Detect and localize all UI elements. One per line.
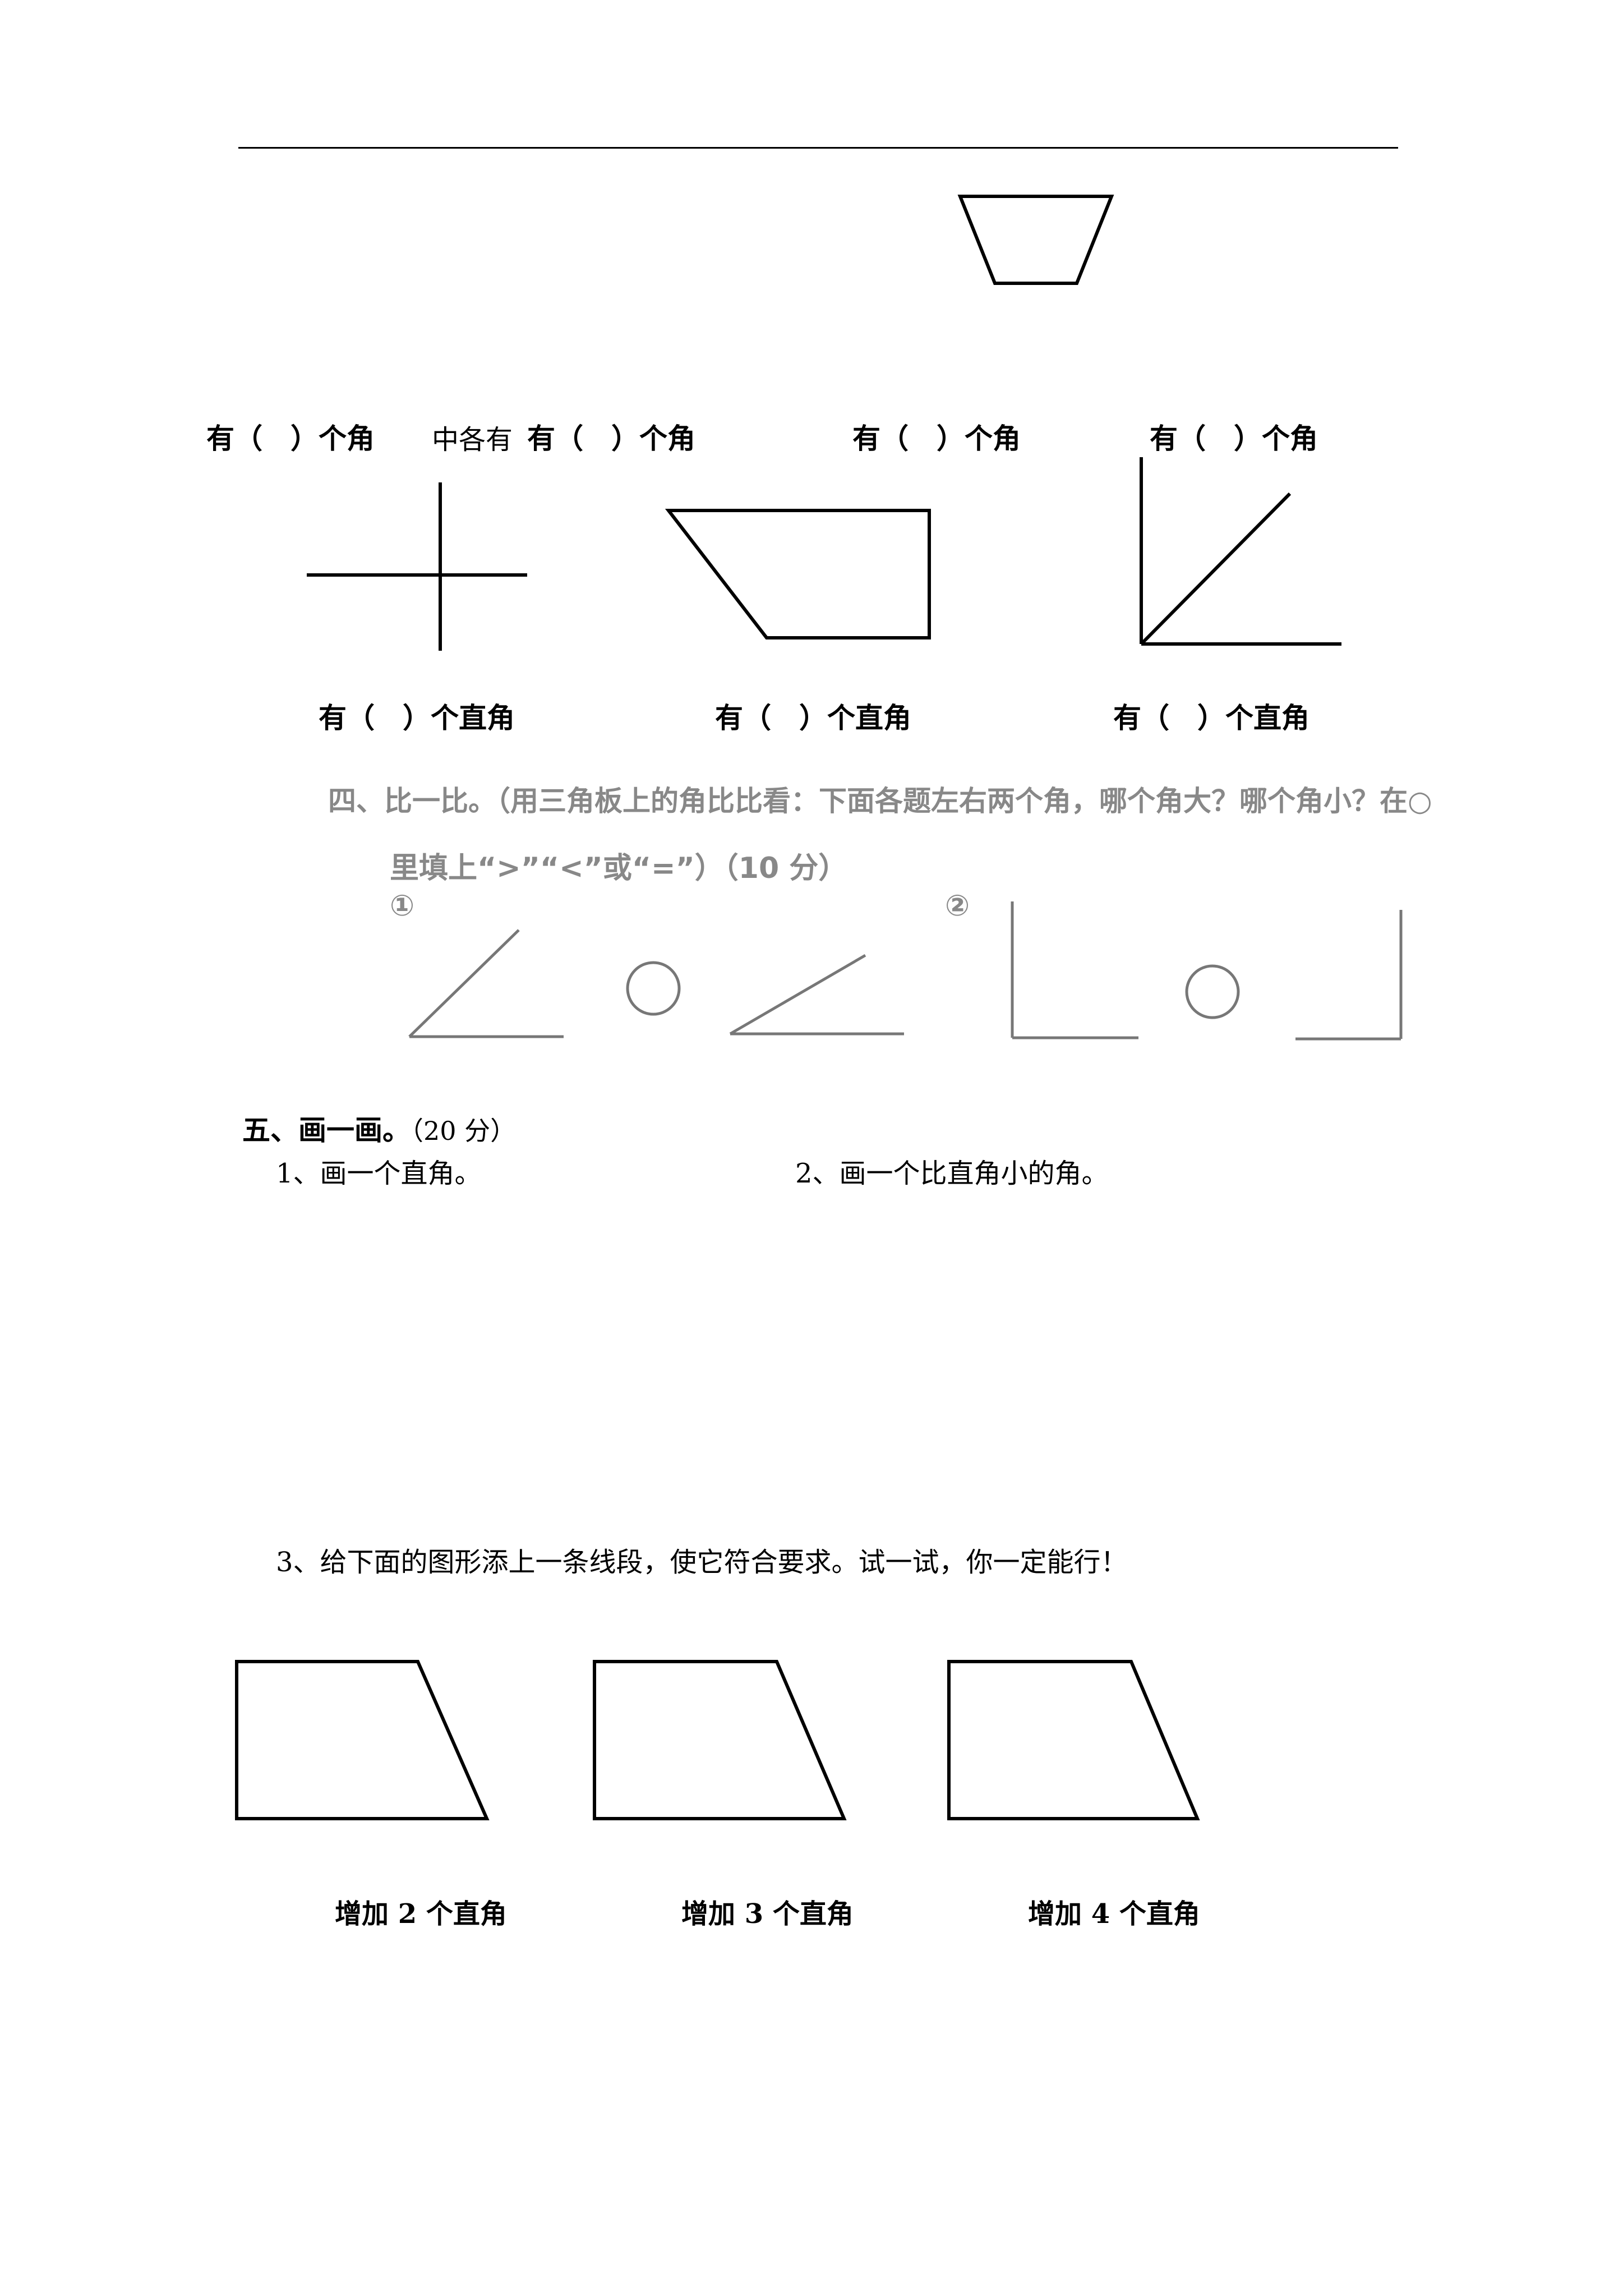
add-trapezoid-3: [947, 1660, 1200, 1820]
compare-angle-1-right: [729, 954, 904, 1036]
angle-count-label-2: 有（ ）个角: [527, 422, 695, 455]
right-angle-label-2: 有（ ）个直角: [715, 701, 911, 734]
compare-circle-2[interactable]: [1185, 964, 1240, 1019]
angle-count-label-1: 有（ ）个角: [206, 422, 375, 455]
overlap-text-fragment: 中各有: [432, 424, 513, 455]
angle-count-label-4: 有（ ）个角: [1150, 422, 1318, 455]
q5-sub2: 2、画一个比直角小的角。: [795, 1158, 1109, 1189]
add-trapezoid-2: [593, 1660, 847, 1820]
trapezoid-figure: [957, 195, 1114, 285]
compare-circle-1[interactable]: [626, 961, 681, 1016]
header-rule: [238, 147, 1398, 149]
compare-angle-2-left: [1011, 901, 1138, 1039]
compare-angle-1-left: [408, 929, 564, 1038]
q5-sub3: 3、给下面的图形添上一条线段，使它符合要求。试一试，你一定能行！: [276, 1547, 1128, 1578]
q4-item-1-number: ①: [390, 889, 415, 923]
q5-score: （20 分）: [411, 1116, 517, 1146]
add-label-1: 增加 2 个直角: [335, 1898, 507, 1930]
q4-item-2-number: ②: [945, 889, 970, 923]
add-label-2: 增加 3 个直角: [681, 1898, 854, 1930]
right-angle-label-1: 有（ ）个直角: [319, 701, 515, 734]
angle-count-label-3: 有（ ）个角: [852, 422, 1021, 455]
q5-title: 五、画一画。（20 分）: [242, 1108, 516, 1148]
cross-figure: [307, 482, 527, 651]
q4-title-line2: 里填上“>”“<”或“=”）（10 分）: [390, 852, 848, 885]
q4-title-line1: 四、比一比。（用三角板上的角比比看：下面各题左右两个角，哪个角大？哪个角小？在○: [328, 785, 1432, 817]
q5-sub1: 1、画一个直角。: [276, 1158, 482, 1189]
right-angle-label-3: 有（ ）个直角: [1113, 701, 1310, 734]
q5-title-text: 五、画一画。: [242, 1114, 411, 1147]
add-trapezoid-1: [235, 1660, 490, 1820]
angle-with-ray-figure: [1140, 457, 1341, 646]
add-label-3: 增加 4 个直角: [1028, 1898, 1200, 1930]
compare-angle-2-right: [1295, 910, 1403, 1041]
right-trapezoid-figure: [665, 509, 931, 639]
